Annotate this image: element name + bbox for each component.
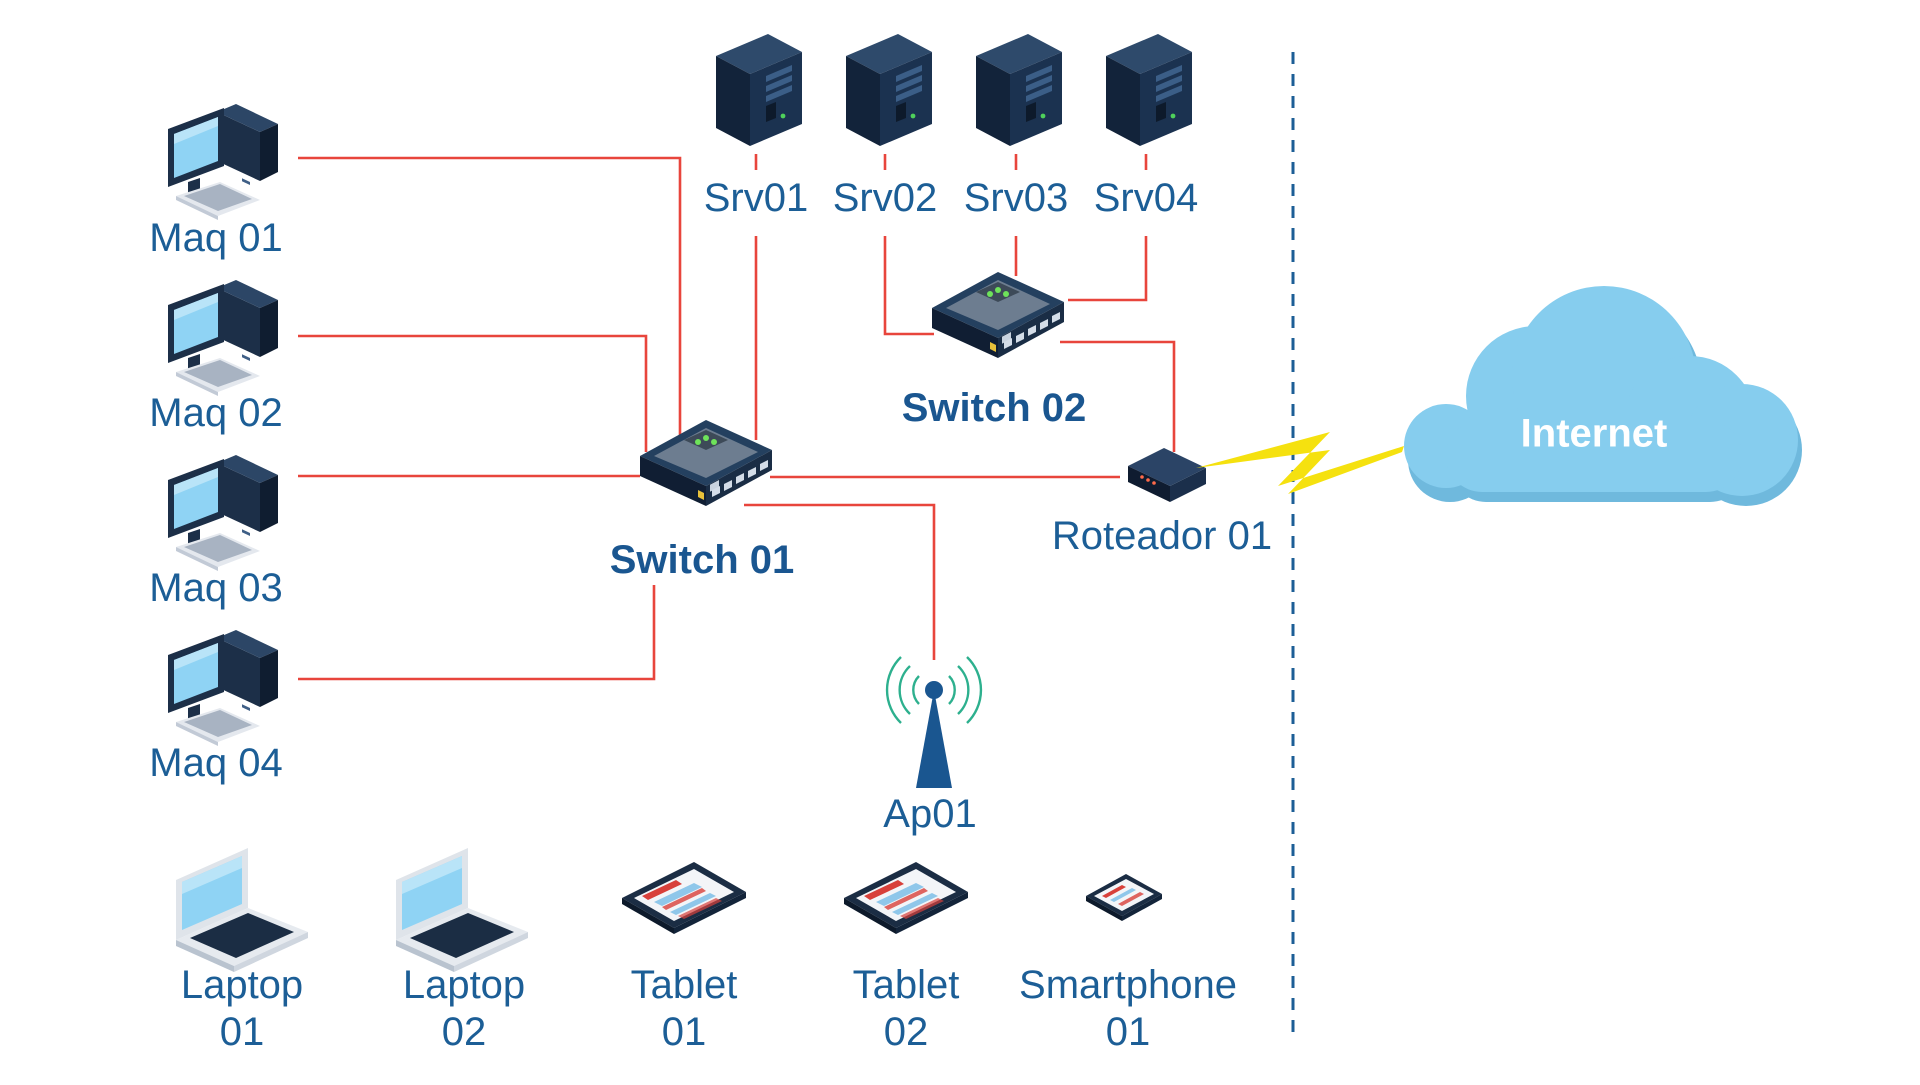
link-maq02-switch01 [298, 334, 648, 452]
switch-icon [932, 272, 1064, 358]
switch-icon [640, 420, 772, 506]
label-tablet01-line2: 01 [661, 1010, 707, 1055]
server-icon [716, 34, 802, 146]
cloud-icon [1404, 286, 1802, 506]
label-srv03: Srv03 [963, 176, 1069, 220]
label-maq03: Maq 03 [149, 566, 283, 610]
laptop-icon [396, 848, 528, 972]
laptop-icon [176, 848, 308, 972]
tablet-icon [844, 862, 968, 934]
label-smartphone01-line1: Smartphone [1019, 963, 1237, 1007]
desktop-icon [168, 104, 278, 220]
label-tablet01-line1: Tablet [630, 963, 738, 1007]
label-laptop02-line1: Laptop [402, 963, 526, 1007]
link-switch02-router [1060, 340, 1176, 452]
label-srv01: Srv01 [703, 176, 809, 220]
label-switch02: Switch 02 [901, 386, 1087, 430]
label-srv04: Srv04 [1093, 176, 1199, 220]
label-internet: Internet [1520, 411, 1668, 456]
label-srv02: Srv02 [832, 176, 938, 220]
server-icon [846, 34, 932, 146]
link-switch01-ap01 [744, 503, 936, 660]
link-srv04-switch02-b [1068, 236, 1148, 302]
label-switch01: Switch 01 [609, 538, 795, 582]
label-laptop02: Laptop 02 [334, 962, 594, 1056]
label-tablet01: Tablet 01 [554, 962, 814, 1056]
smartphone-icon [1086, 874, 1162, 921]
access-point-icon [885, 656, 983, 788]
label-smartphone01: Smartphone 01 [998, 962, 1258, 1056]
label-tablet02-line1: Tablet [852, 963, 960, 1007]
label-laptop01: Laptop 01 [112, 962, 372, 1056]
network-links [298, 154, 1176, 681]
link-maq01-switch01 [298, 156, 682, 440]
lightning-bolt-icon [1196, 432, 1404, 494]
label-smartphone01-line2: 01 [1105, 1010, 1151, 1055]
link-srv02-switch02-b [883, 236, 934, 336]
label-maq01: Maq 01 [149, 216, 283, 260]
link-maq04-switch01 [298, 585, 656, 681]
label-tablet02: Tablet 02 [776, 962, 1036, 1056]
label-ap01: Ap01 [883, 792, 977, 836]
label-laptop01-line2: 01 [219, 1010, 265, 1055]
tablet-icon [622, 862, 746, 934]
server-icon [976, 34, 1062, 146]
desktop-icon [168, 455, 278, 571]
desktop-icon [168, 630, 278, 746]
label-laptop01-line1: Laptop [180, 963, 304, 1007]
label-maq04: Maq 04 [149, 741, 283, 785]
label-router: Roteador 01 [1051, 514, 1273, 558]
label-maq02: Maq 02 [149, 391, 283, 435]
label-tablet02-line2: 02 [883, 1010, 929, 1055]
desktop-icon [168, 280, 278, 396]
router-icon [1128, 448, 1206, 502]
label-laptop02-line2: 02 [441, 1010, 487, 1055]
server-icon [1106, 34, 1192, 146]
